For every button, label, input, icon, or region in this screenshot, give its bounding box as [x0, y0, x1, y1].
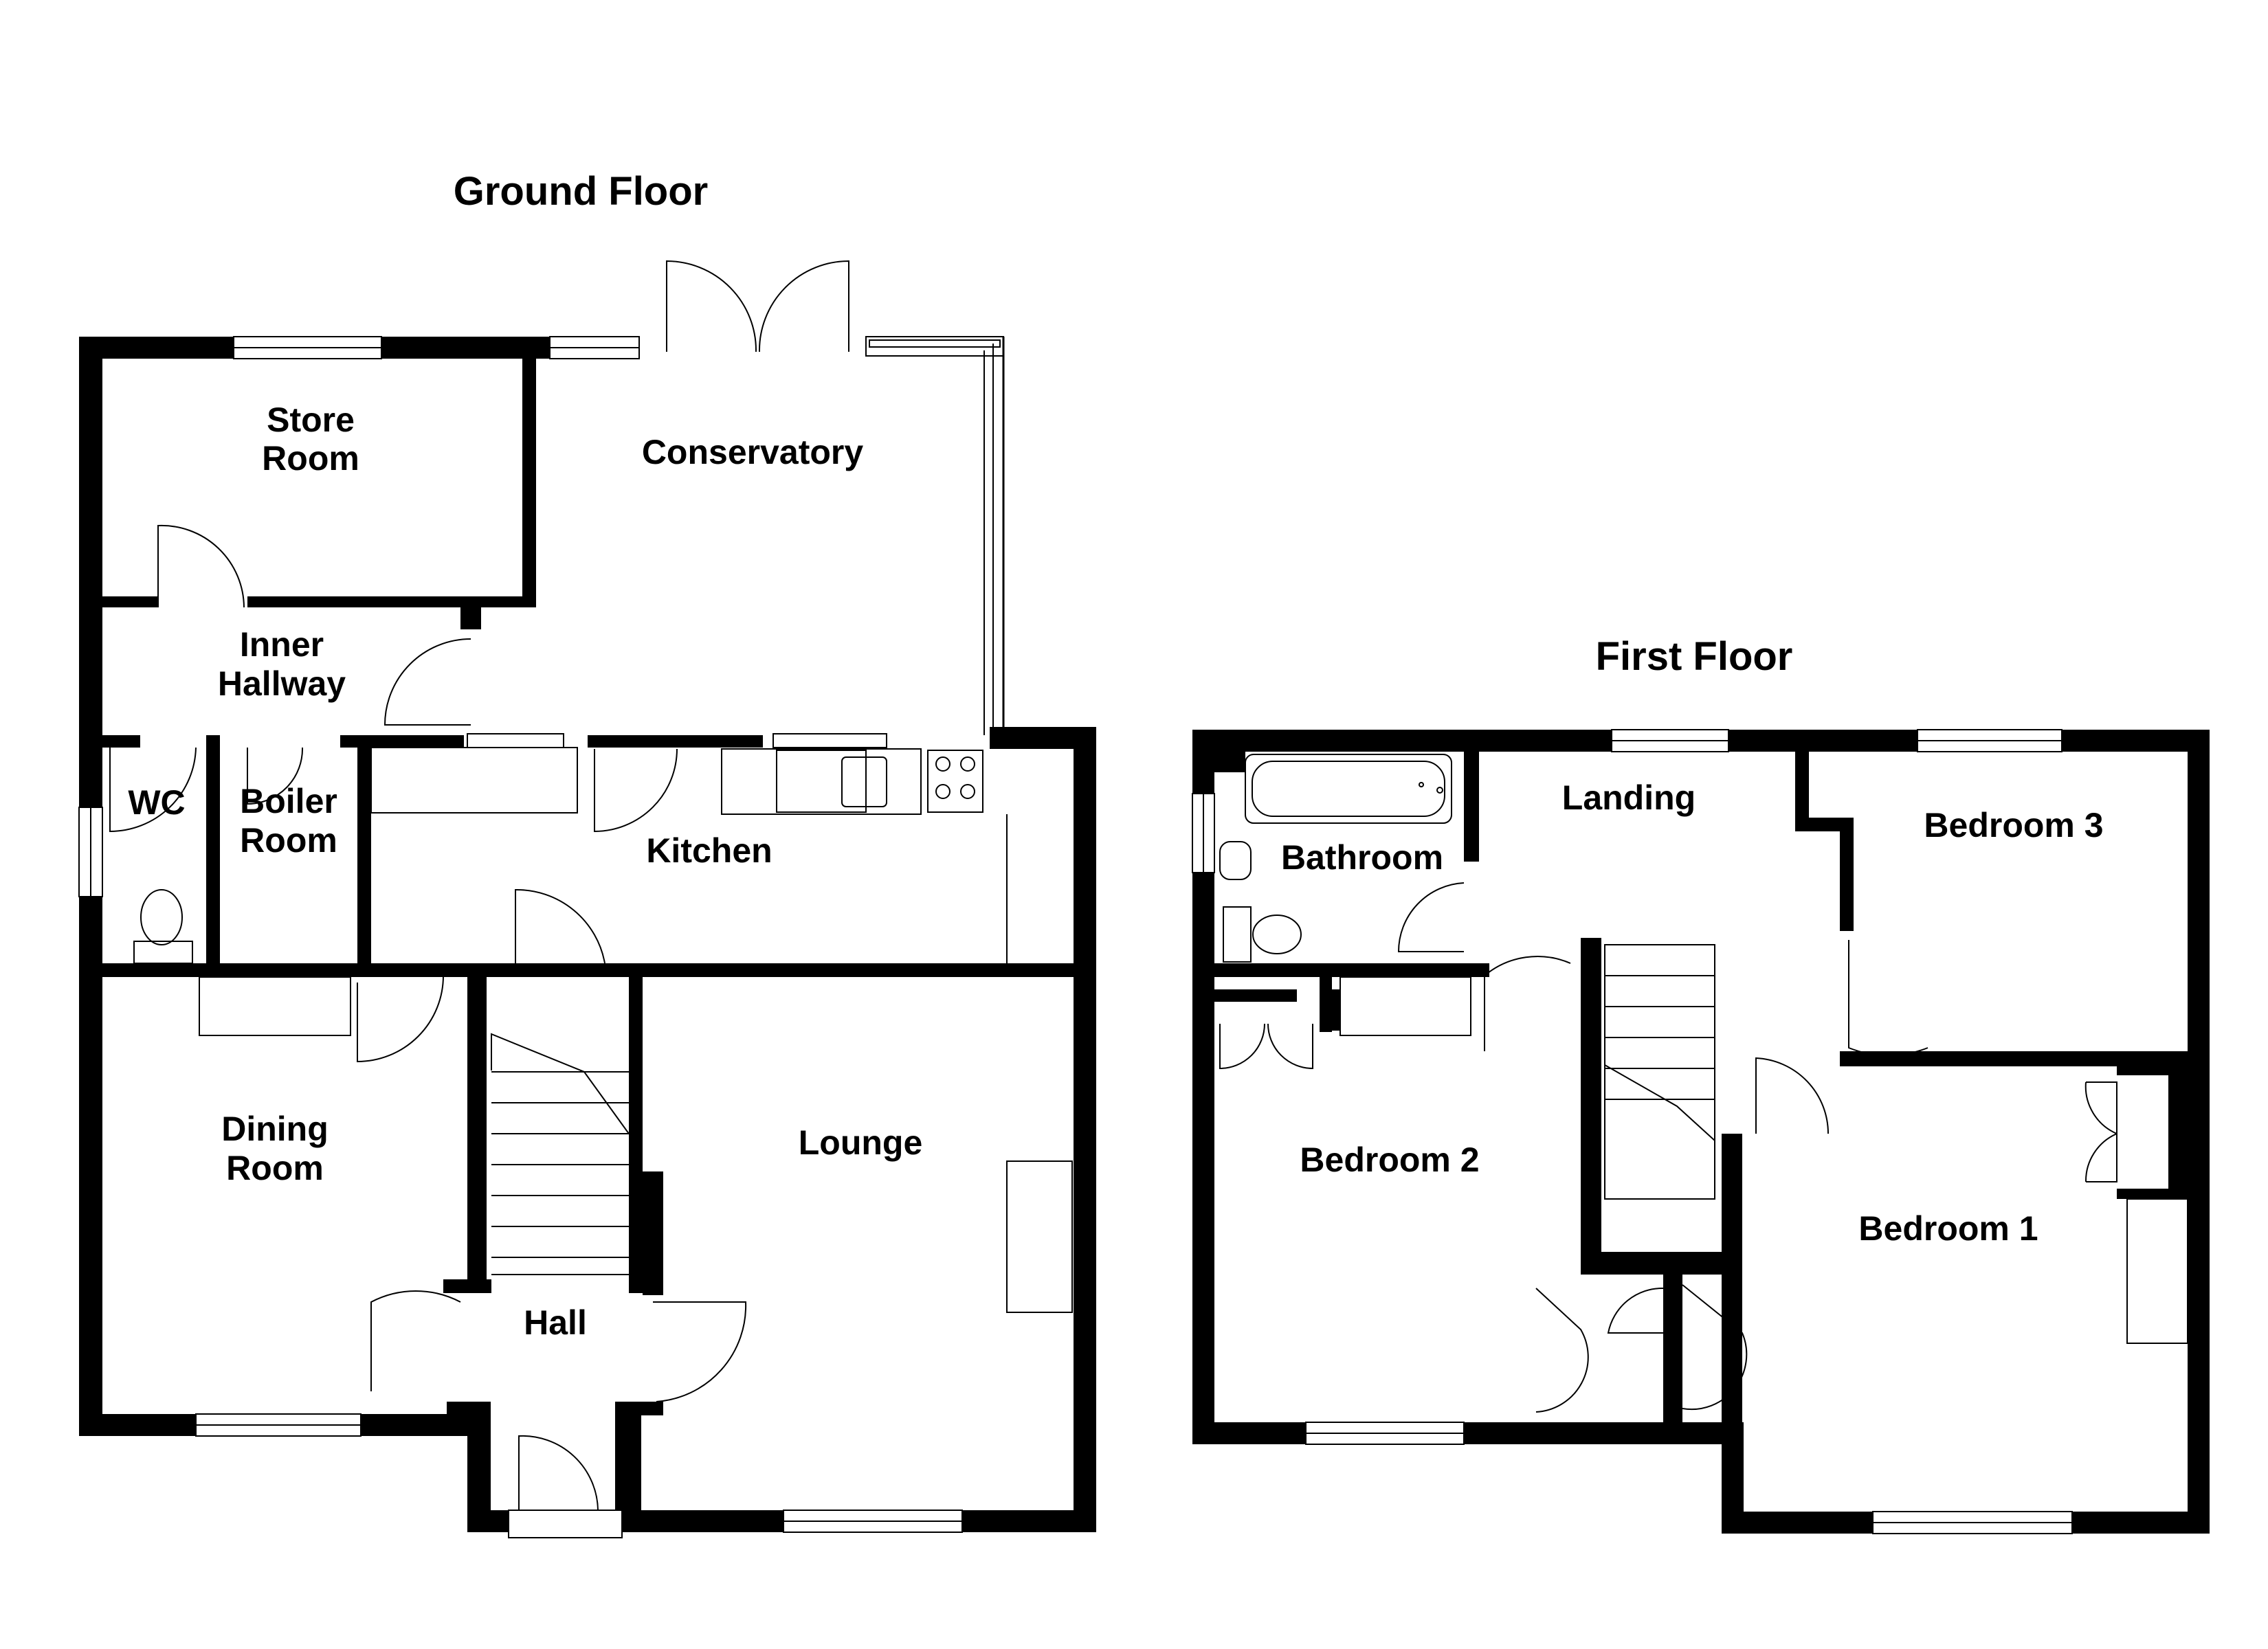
room-label-boiler-room-line2: Room — [240, 821, 337, 860]
ground-floor-windows — [78, 336, 963, 1538]
room-label-dining-room-line2: Room — [226, 1149, 324, 1187]
first-floor-doors — [1219, 882, 2117, 1413]
room-label-dining-room-line1: Dining — [221, 1110, 329, 1148]
room-label-hall: Hall — [524, 1303, 587, 1342]
room-label-inner-hallway-line2: Hallway — [218, 664, 346, 703]
room-label-bedroom-3: Bedroom 3 — [1924, 806, 2103, 844]
ground-floor-doors — [109, 260, 849, 1511]
room-label-landing: Landing — [1562, 778, 1696, 817]
ground-floor-title: Ground Floor — [454, 169, 709, 214]
room-label-bedroom-2: Bedroom 2 — [1300, 1141, 1479, 1179]
first-floor-stairs — [1604, 944, 1715, 1200]
ground-floor-plan: Ground Floor Store Room Conservatory Inn… — [78, 169, 1096, 1538]
room-label-boiler-room-line1: Boiler — [240, 782, 337, 820]
room-label-conservatory: Conservatory — [642, 433, 864, 471]
room-label-kitchen: Kitchen — [646, 831, 772, 870]
room-label-bedroom-1: Bedroom 1 — [1858, 1209, 2038, 1248]
room-label-store-room-line1: Store — [267, 401, 355, 439]
room-label-wc: WC — [128, 783, 185, 822]
first-floor-title: First Floor — [1596, 634, 1793, 679]
ground-floor-walls — [79, 337, 1096, 1532]
room-label-bathroom: Bathroom — [1281, 838, 1443, 877]
ground-floor-stairs — [491, 1033, 630, 1275]
conservatory-frame — [536, 336, 1005, 735]
first-floor-plan: First Floor Landing Bathroom Bedroom 3 B… — [1192, 634, 2210, 1534]
first-floor-windows — [1192, 729, 2073, 1534]
first-floor-fixtures — [1219, 754, 2188, 1344]
room-label-inner-hallway-line1: Inner — [240, 625, 324, 664]
room-label-store-room-line2: Room — [262, 439, 359, 478]
room-label-lounge: Lounge — [799, 1123, 923, 1162]
ground-floor-fixtures — [133, 747, 1073, 1313]
